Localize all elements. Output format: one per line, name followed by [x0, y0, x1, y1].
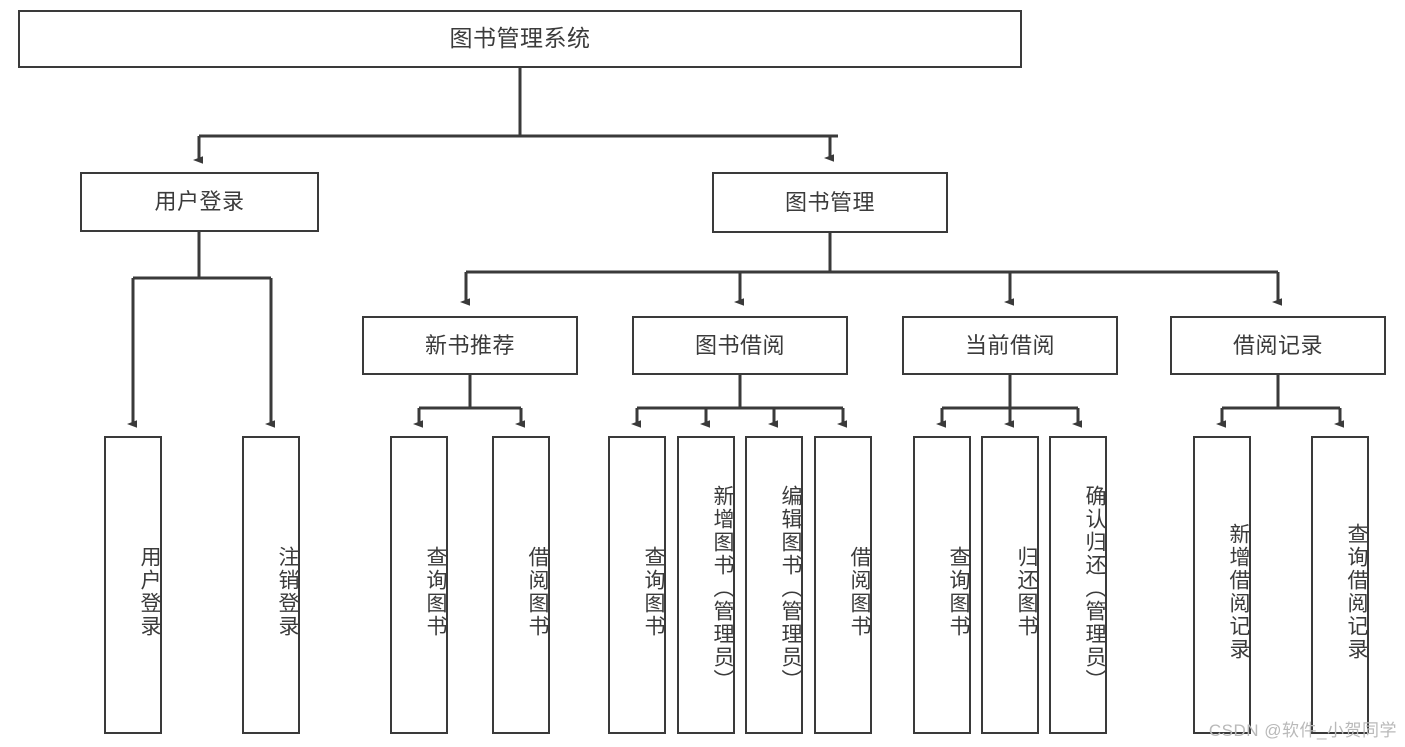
leaf-book-borrow-query-book[interactable]: 查询图书 [608, 436, 666, 734]
leaf-current-borrow-return-book[interactable]: 归还图书 [981, 436, 1039, 734]
node-root-system[interactable]: 图书管理系统 [18, 10, 1022, 68]
leaf-user-login-logout[interactable]: 注销登录 [242, 436, 300, 734]
node-book-borrow[interactable]: 图书借阅 [632, 316, 848, 375]
leaf-user-login-login[interactable]: 用户登录 [104, 436, 162, 734]
watermark-label: CSDN @软件_小贺同学 [1208, 721, 1397, 740]
leaf-book-borrow-borrow-book[interactable]: 借阅图书 [814, 436, 872, 734]
node-user-login[interactable]: 用户登录 [80, 172, 319, 232]
leaf-book-borrow-add-book-admin[interactable]: 新增图书（管理员） [677, 436, 735, 734]
leaf-current-borrow-confirm-return-admin[interactable]: 确认归还（管理员） [1049, 436, 1107, 734]
node-book-management[interactable]: 图书管理 [712, 172, 948, 233]
leaf-borrow-record-add-record[interactable]: 新增借阅记录 [1193, 436, 1251, 734]
node-new-book-recommend[interactable]: 新书推荐 [362, 316, 578, 375]
leaf-new-book-query-book[interactable]: 查询图书 [390, 436, 448, 734]
leaf-new-book-borrow-book[interactable]: 借阅图书 [492, 436, 550, 734]
leaf-borrow-record-query-record[interactable]: 查询借阅记录 [1311, 436, 1369, 734]
node-current-borrow[interactable]: 当前借阅 [902, 316, 1118, 375]
leaf-book-borrow-edit-book-admin[interactable]: 编辑图书（管理员） [745, 436, 803, 734]
node-borrow-record[interactable]: 借阅记录 [1170, 316, 1386, 375]
leaf-current-borrow-query-book[interactable]: 查询图书 [913, 436, 971, 734]
